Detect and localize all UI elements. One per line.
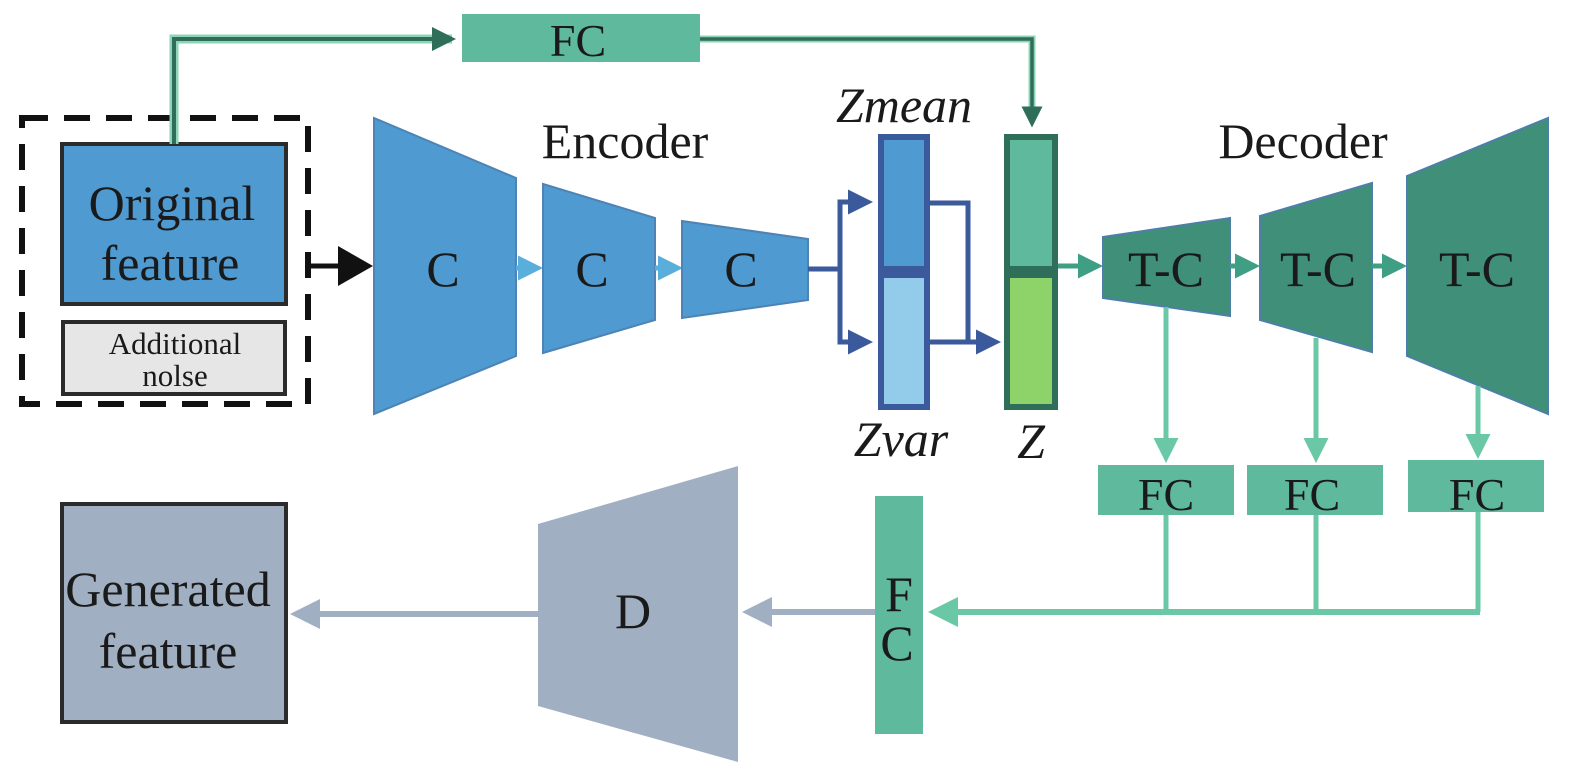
- zmean-label: Zmean: [836, 77, 972, 133]
- additional-noise-box: [61, 320, 287, 396]
- decoder-fc-head-3: [1408, 460, 1544, 512]
- z-block-upper: [1010, 140, 1052, 266]
- skip-connection-line-in-core: [172, 27, 456, 144]
- skip-fc-box: [462, 14, 700, 62]
- additional-noise-label-line2: nolse: [142, 358, 207, 393]
- encoder-title: Encoder: [542, 113, 709, 169]
- decoder-tconv-layer-1-label: T-C: [1128, 241, 1204, 297]
- decoder-fc-head-1-label: FC: [1138, 469, 1194, 520]
- split-to-zmean-arrow: [837, 189, 873, 269]
- discriminator-label: D: [615, 583, 651, 639]
- merge-fc-box: [875, 496, 923, 734]
- encoder-conv-layer-2-label: C: [575, 241, 608, 297]
- decoder-tconv-layer-1: [1102, 216, 1231, 318]
- input-group: Original feature Additional nolse: [19, 115, 311, 407]
- z-label: Z: [1017, 413, 1046, 469]
- encoder-conv-layer-1-label: C: [426, 241, 459, 297]
- original-feature-box: [60, 142, 288, 306]
- generated-feature-label-line1: Generated: [65, 561, 270, 617]
- skip-connection-line-in: [169, 34, 452, 144]
- zmean-to-z-line: [930, 200, 971, 342]
- discriminator-block: [538, 466, 738, 762]
- skip-connection-line-out-core: [700, 37, 1043, 128]
- input-dashed-border: [19, 115, 311, 407]
- decoder-tconv-layer-2: [1259, 181, 1373, 354]
- merge-fc-label-line1: F: [885, 566, 913, 622]
- generated-feature-box: [60, 502, 288, 724]
- additional-noise-label-line1: Additional: [109, 326, 242, 361]
- decoder-fc-head-2: [1247, 465, 1383, 515]
- decoder-fc-head-1: [1098, 465, 1234, 515]
- encoder-conv-layer-3: [681, 219, 809, 320]
- decoder-fc-head-2-label: FC: [1284, 469, 1340, 520]
- original-feature-label-line1: Original: [89, 175, 256, 231]
- zvar-label: Zvar: [854, 411, 949, 467]
- encoder-conv-layer-2: [542, 182, 656, 355]
- decoder-fc-head-3-label: FC: [1449, 469, 1505, 520]
- skip-fc-label: FC: [550, 15, 606, 66]
- zmean-block: [884, 140, 924, 266]
- generated-feature-label-line2: feature: [99, 623, 238, 679]
- decoder-tconv-layer-3-label: T-C: [1439, 241, 1515, 297]
- encoder-conv-layer-3-label: C: [724, 241, 757, 297]
- encoder-conv-layer-1: [373, 116, 517, 416]
- decoder-title: Decoder: [1218, 113, 1388, 169]
- merge-fc-label-line2: C: [880, 615, 913, 671]
- original-feature-label-line2: feature: [101, 235, 240, 291]
- zvar-block: [884, 278, 924, 404]
- z-block-lower: [1010, 278, 1052, 404]
- decoder-tconv-layer-2-label: T-C: [1280, 241, 1356, 297]
- split-to-zvar-arrow: [837, 269, 873, 355]
- decoder-tconv-layer-3: [1406, 116, 1549, 416]
